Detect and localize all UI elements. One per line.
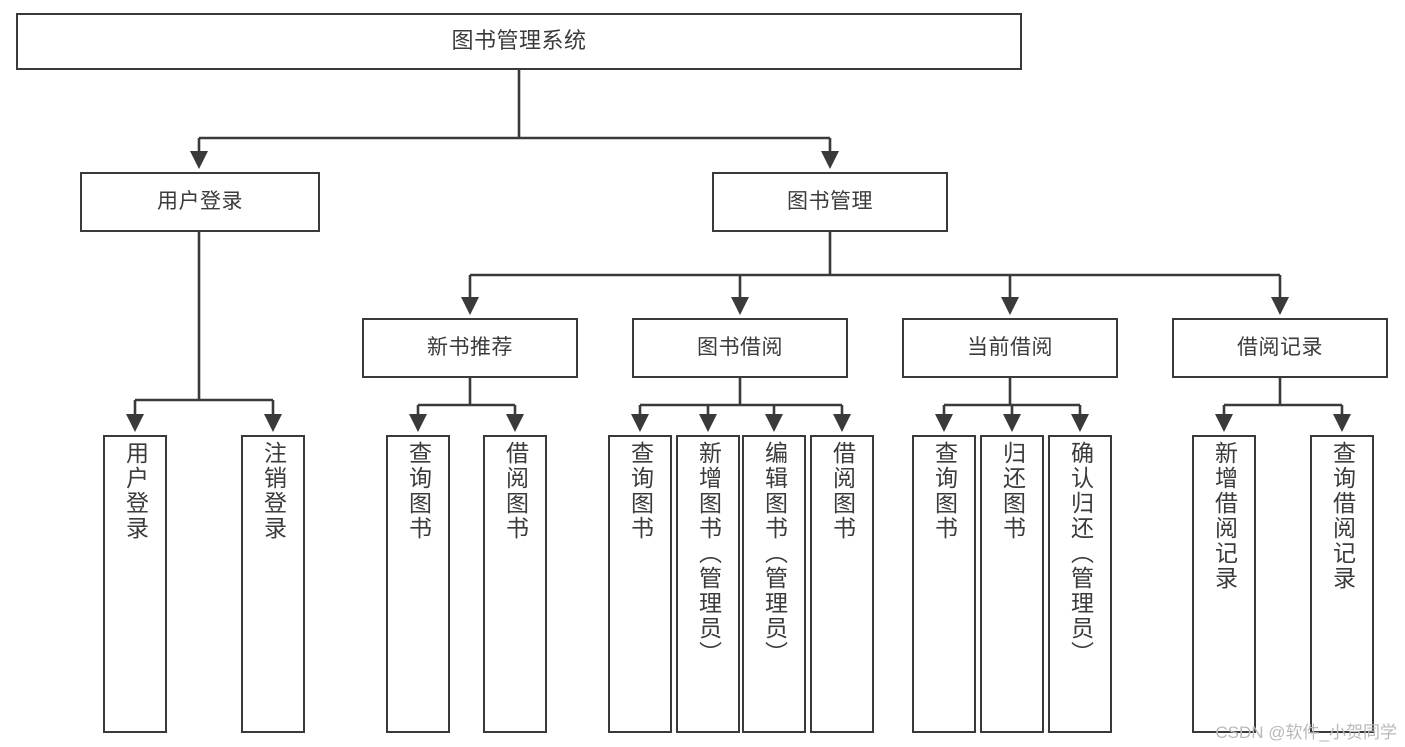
watermark: CSDN @软件_小贺同学 (1215, 723, 1397, 742)
leaf-borrow-query-book[interactable]: 查询图书 (608, 435, 672, 733)
leaf-label: 新增图书（管理员） (695, 441, 722, 666)
node-root-label: 图书管理系统 (451, 28, 587, 54)
leaf-borrow-add-book-admin[interactable]: 新增图书（管理员） (676, 435, 740, 733)
node-new-book-recommend[interactable]: 新书推荐 (362, 318, 578, 378)
node-book-management-label: 图书管理 (787, 190, 873, 214)
leaf-borrow-edit-book-admin[interactable]: 编辑图书（管理员） (742, 435, 806, 733)
leaf-label: 新增借阅记录 (1211, 441, 1238, 591)
node-current-borrow-label: 当前借阅 (967, 336, 1053, 360)
leaf-records-add-record[interactable]: 新增借阅记录 (1192, 435, 1256, 733)
leaf-label: 归还图书 (999, 441, 1026, 541)
node-book-borrow[interactable]: 图书借阅 (632, 318, 848, 378)
leaf-new-book-borrow[interactable]: 借阅图书 (483, 435, 547, 733)
leaf-records-query-record[interactable]: 查询借阅记录 (1310, 435, 1374, 733)
leaf-label: 查询图书 (405, 441, 432, 541)
leaf-label: 借阅图书 (829, 441, 856, 541)
node-root[interactable]: 图书管理系统 (16, 13, 1022, 70)
leaf-current-return-book[interactable]: 归还图书 (980, 435, 1044, 733)
node-user-login[interactable]: 用户登录 (80, 172, 320, 232)
leaf-user-login-signout[interactable]: 注销登录 (241, 435, 305, 733)
leaf-label: 注销登录 (260, 441, 287, 541)
node-user-login-label: 用户登录 (157, 190, 243, 214)
leaf-label: 查询图书 (931, 441, 958, 541)
leaf-current-confirm-return-admin[interactable]: 确认归还（管理员） (1048, 435, 1112, 733)
leaf-label: 用户登录 (122, 441, 149, 541)
node-book-management[interactable]: 图书管理 (712, 172, 948, 232)
leaf-current-query-book[interactable]: 查询图书 (912, 435, 976, 733)
leaf-label: 编辑图书（管理员） (761, 441, 788, 666)
leaf-new-book-query[interactable]: 查询图书 (386, 435, 450, 733)
node-borrow-records-label: 借阅记录 (1237, 336, 1323, 360)
node-borrow-records[interactable]: 借阅记录 (1172, 318, 1388, 378)
leaf-label: 确认归还（管理员） (1067, 441, 1094, 666)
leaf-borrow-borrow-book[interactable]: 借阅图书 (810, 435, 874, 733)
node-current-borrow[interactable]: 当前借阅 (902, 318, 1118, 378)
leaf-label: 查询借阅记录 (1329, 441, 1356, 591)
node-book-borrow-label: 图书借阅 (697, 336, 783, 360)
leaf-label: 借阅图书 (502, 441, 529, 541)
leaf-label: 查询图书 (627, 441, 654, 541)
leaf-user-login-signin[interactable]: 用户登录 (103, 435, 167, 733)
node-new-book-recommend-label: 新书推荐 (427, 336, 513, 360)
